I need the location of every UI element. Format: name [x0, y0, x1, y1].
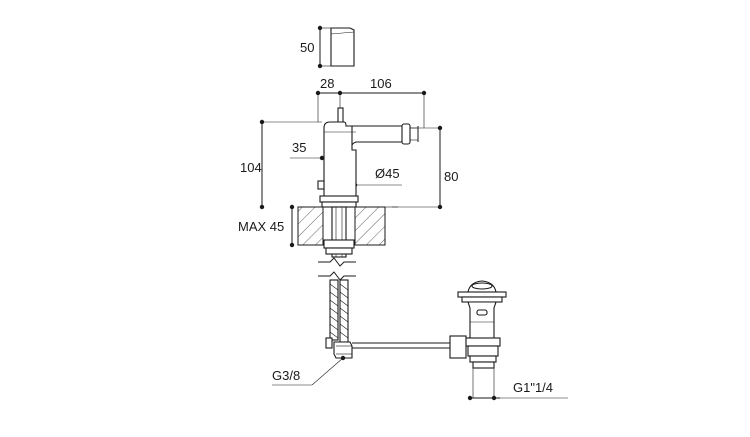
- max-deck-thickness-label: MAX 45: [238, 219, 284, 234]
- spout-offset-label: 28: [320, 76, 334, 91]
- handle-detail: 50: [300, 25, 355, 69]
- top-dimensions: 28 106: [315, 76, 427, 128]
- popup-rod: [352, 342, 450, 349]
- body-diameter-label: Ø45: [375, 166, 400, 181]
- body-height-label: 104: [240, 160, 262, 175]
- waste-assembly: [449, 280, 507, 398]
- shank-and-nut: [323, 206, 355, 258]
- flexible-hoses: [325, 279, 353, 359]
- lever-height-label: 35: [292, 140, 306, 155]
- waste-connection-dimension: G1"1/4: [467, 380, 568, 401]
- body-height-dimension: 104: [240, 119, 322, 210]
- diameter-callout: Ø45: [352, 166, 402, 188]
- deck-section: MAX 45: [238, 204, 398, 248]
- mixer-body: [317, 107, 419, 208]
- supply-connection-label: G3/8: [272, 368, 300, 383]
- supply-connection-leader: G3/8: [272, 355, 346, 386]
- outlet-height-label: 80: [444, 169, 458, 184]
- spout-reach-label: 106: [370, 76, 392, 91]
- lever-height-dimension: 35: [290, 140, 325, 161]
- handle-height-label: 50: [300, 40, 314, 55]
- outlet-height-dimension: 80: [392, 125, 458, 210]
- waste-connection-label: G1"1/4: [513, 380, 553, 395]
- pipe-break-marks: [318, 257, 356, 281]
